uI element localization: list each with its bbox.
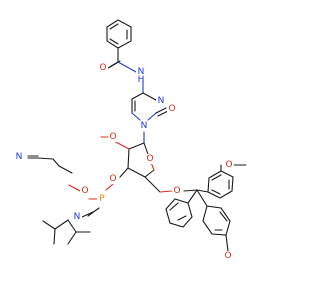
oxygen-methoxy-bottom: O	[224, 251, 231, 261]
atom-bg-o-phosphite-2	[80, 186, 90, 196]
atom-bg-o-methoxy-top	[224, 160, 234, 170]
atom-bg-o-phosphite-1	[108, 174, 118, 184]
nitrogen-diisopropylamine: N	[74, 212, 81, 222]
atom-bg-o-methoxy-bottom	[223, 251, 233, 261]
oxygen-phosphite-1: O	[109, 174, 116, 184]
nitrogen-ring-1: N	[141, 121, 148, 131]
nitrogen-amide: N	[138, 67, 145, 77]
oxygen-dmt-ether: O	[173, 186, 180, 196]
oxygen-methoxy-top: O	[225, 160, 232, 170]
atom-bg-o-benzoyl	[98, 63, 108, 73]
atom-bg-n-nitrile	[14, 152, 24, 162]
oxygen-2-methoxy: O	[109, 132, 116, 142]
atom-bg-o-methoxy-2	[108, 132, 118, 142]
oxygen-phosphite-2: O	[81, 186, 88, 196]
atom-bg-o-carbonyl	[167, 104, 177, 114]
oxygen-carbonyl: O	[168, 104, 175, 114]
atom-bg-nh-amide	[136, 67, 146, 77]
hydrogen-amide: H	[138, 75, 145, 85]
bond-skeleton	[27, 19, 247, 252]
oxygen-benzoyl: O	[99, 63, 106, 73]
chemical-structure-diagram: O N H N O N N O O O O O P O N O	[14, 19, 247, 261]
atom-bg-o-dmt-ether	[172, 186, 182, 196]
oxygen-furanose-ring: O	[146, 154, 153, 164]
atom-labels: O N H N O N N O O O O O P O N O	[14, 63, 234, 261]
nitrogen-ring-3: N	[158, 96, 165, 106]
phosphorus-atom: P	[99, 194, 105, 204]
nitrogen-nitrile: N	[16, 152, 23, 162]
atom-bg-n-amine	[72, 212, 82, 222]
atom-bg-p-phosphorus	[97, 194, 107, 204]
atom-bg-n-ring-1	[139, 121, 149, 131]
atom-bg-n-ring-3	[156, 96, 166, 106]
atom-bg-o-ring	[145, 154, 155, 164]
